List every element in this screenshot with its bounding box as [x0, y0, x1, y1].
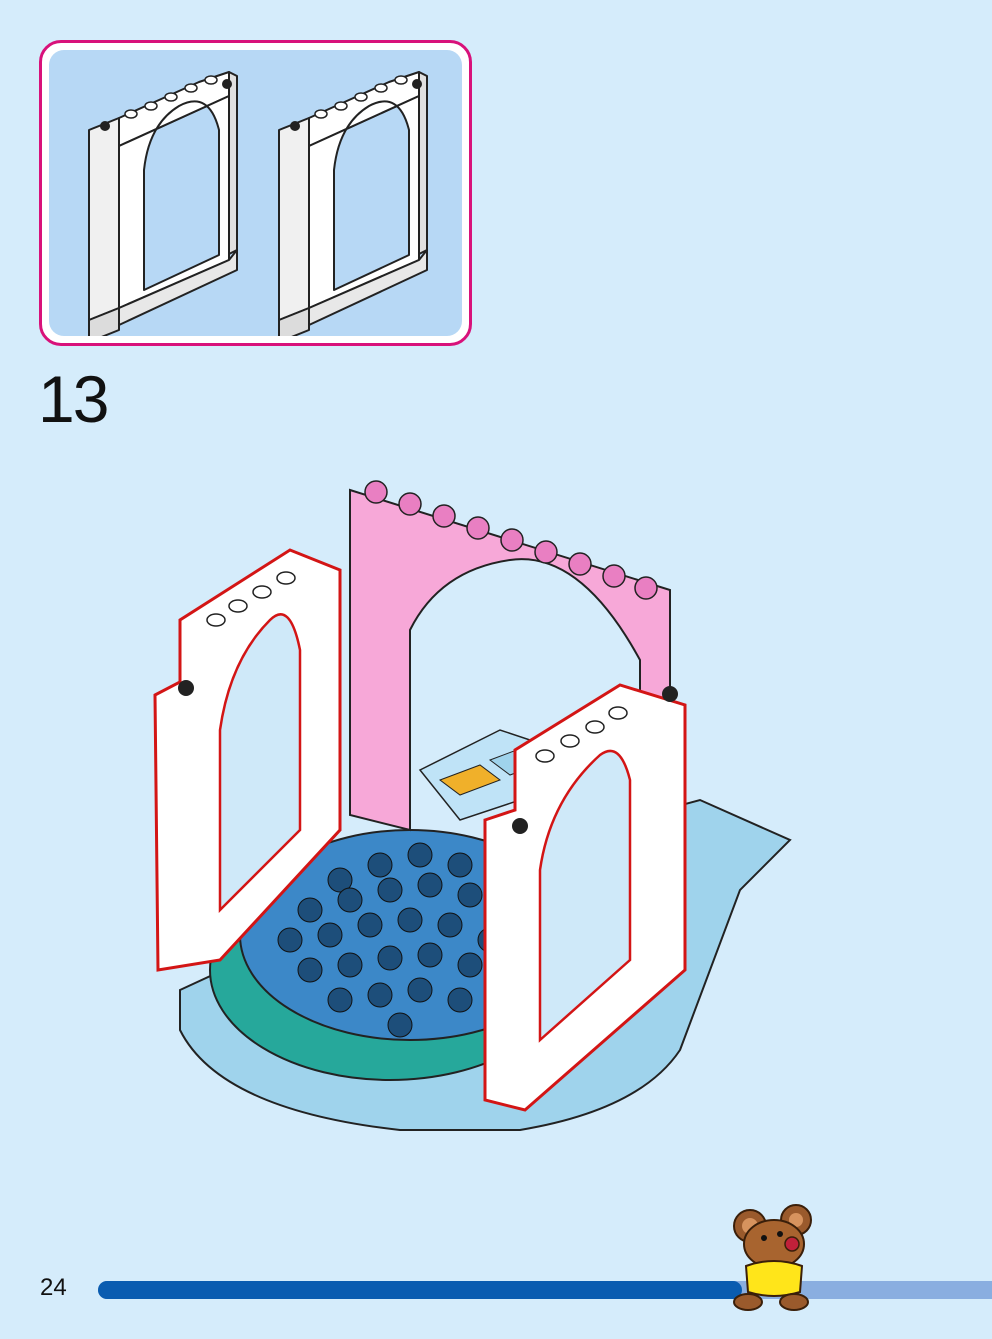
progress-fill [98, 1281, 742, 1299]
page-number: 24 [40, 1274, 67, 1301]
parts-callout-panel [49, 50, 462, 336]
build-illustration [153, 480, 792, 1131]
step-number: 13 [38, 362, 109, 436]
mouse-mascot-icon [733, 1204, 812, 1311]
white-arch-window-frame-icon [278, 71, 428, 336]
parts-callout [39, 40, 472, 346]
white-arch-window-frame-icon [88, 71, 238, 336]
progress-track [98, 1281, 992, 1299]
